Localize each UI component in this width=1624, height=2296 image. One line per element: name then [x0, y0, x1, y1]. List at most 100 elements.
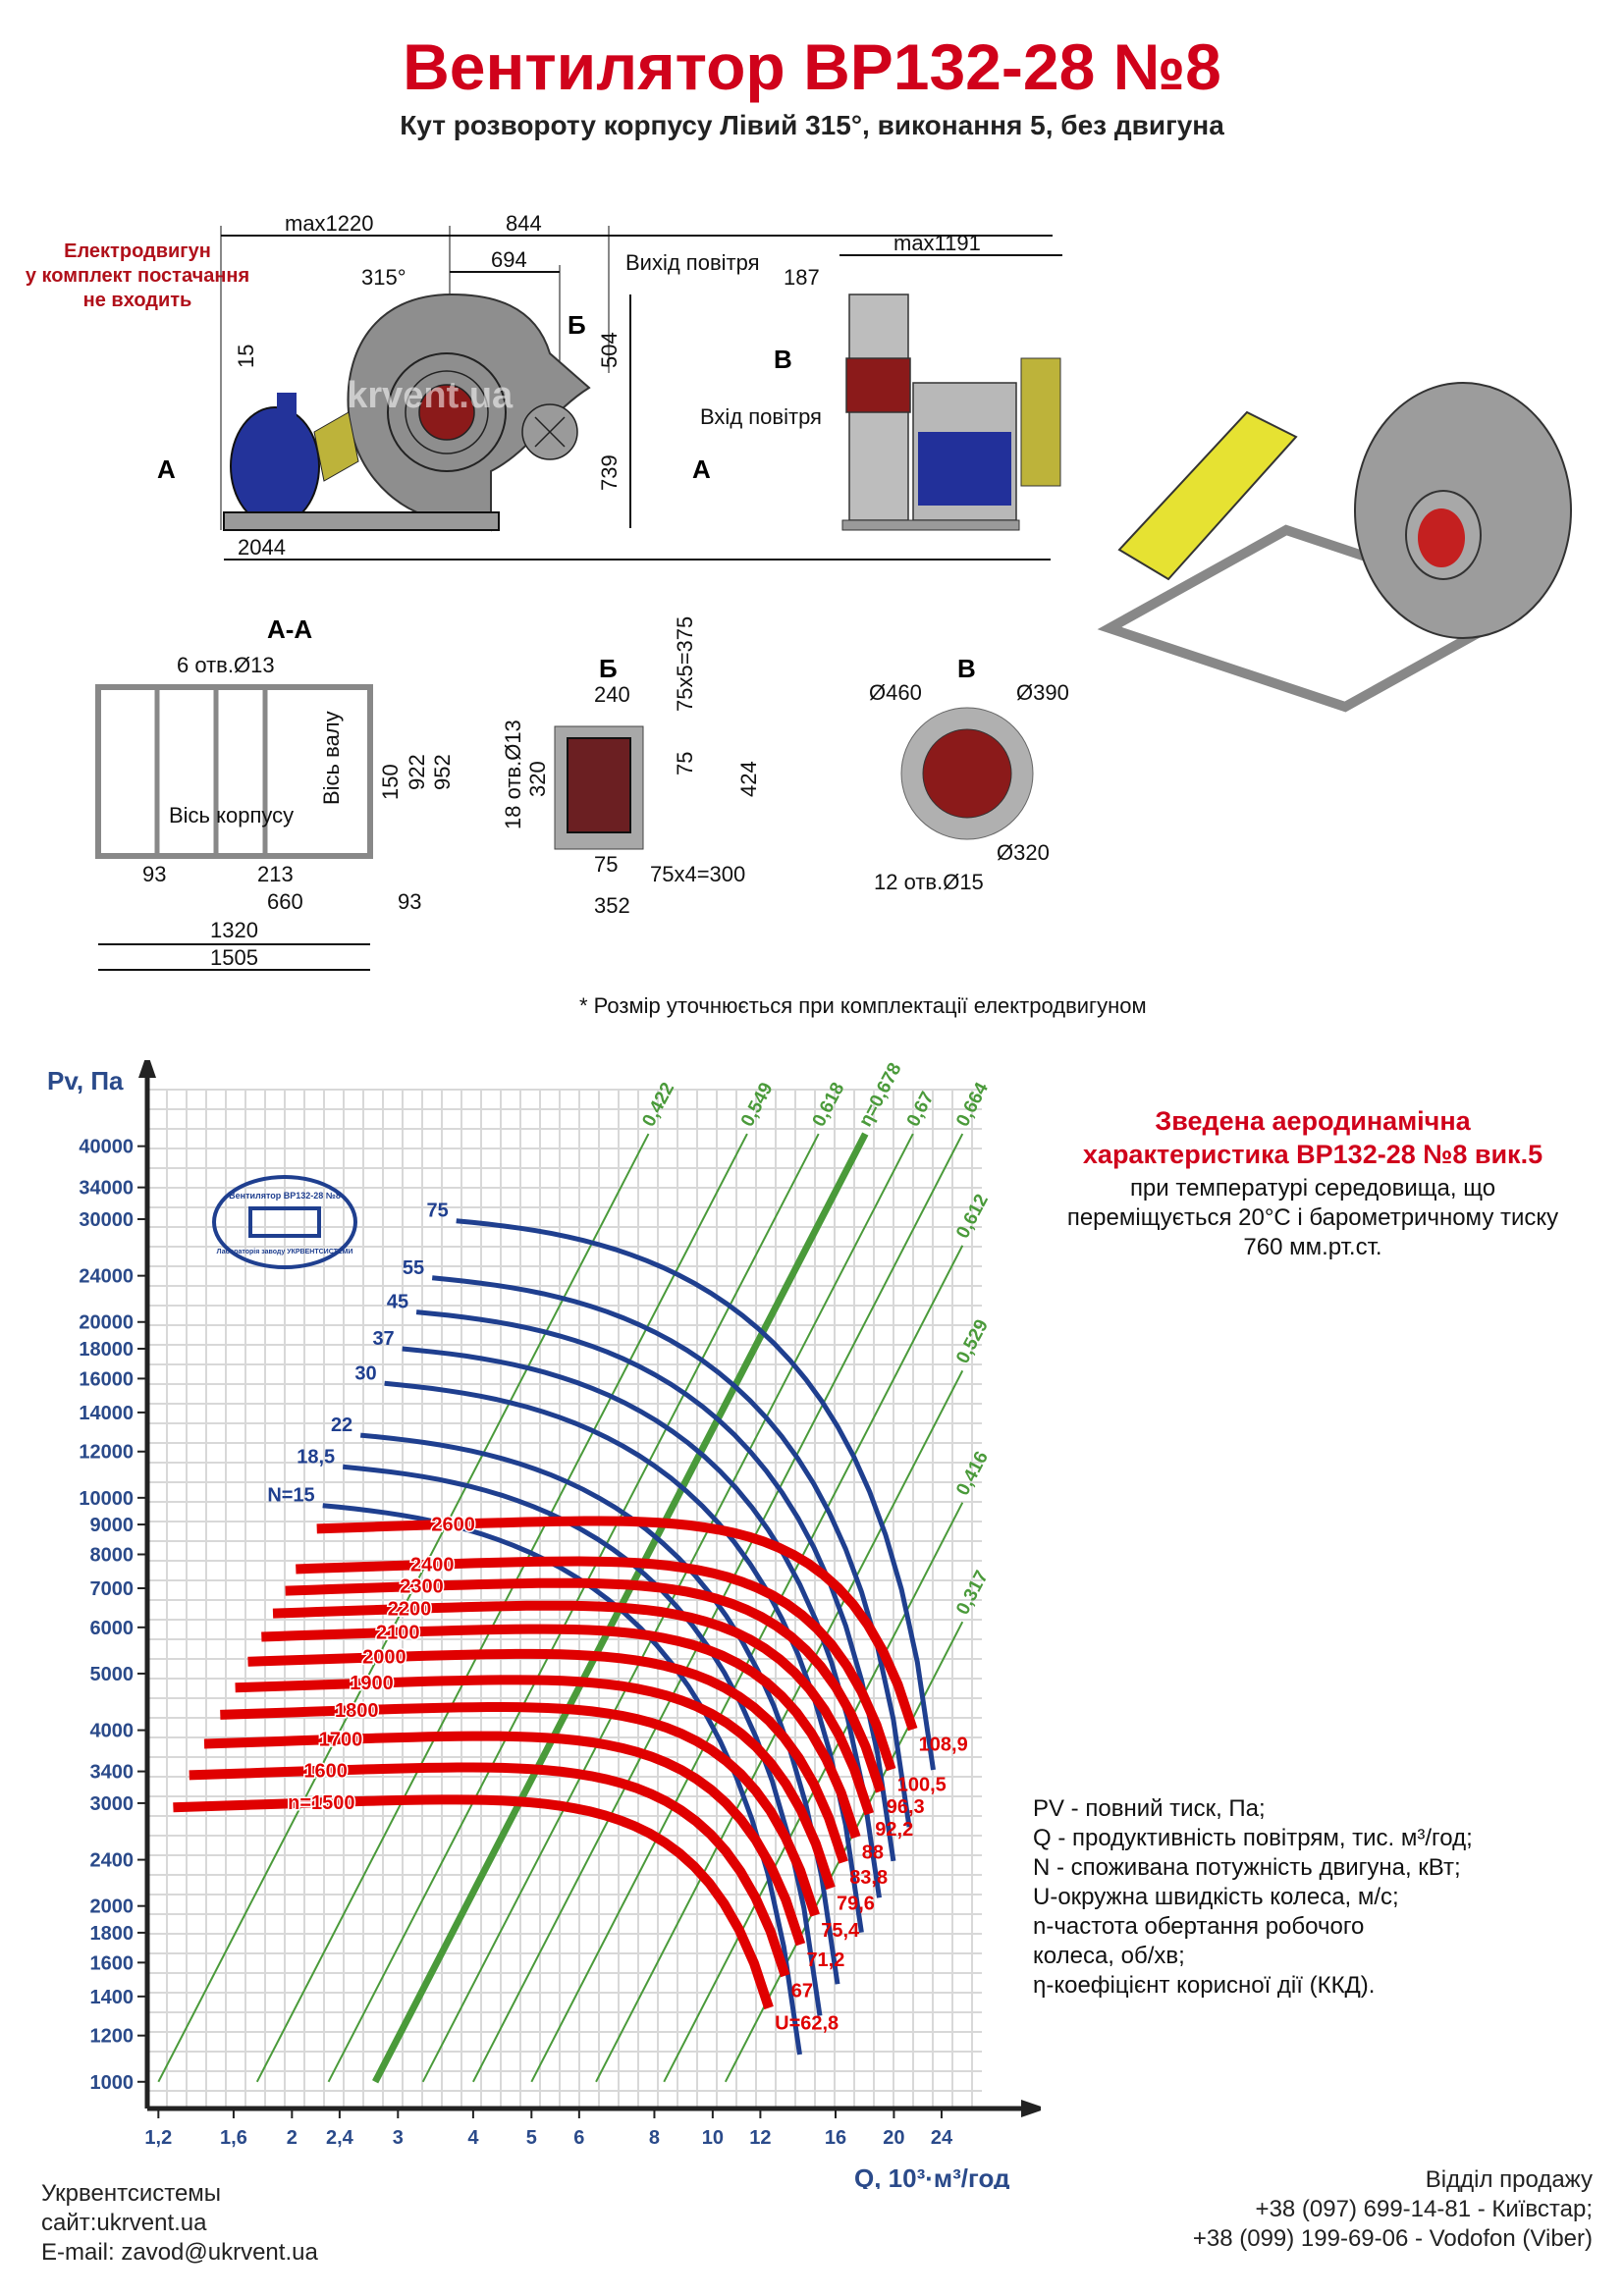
- efficiency-label: 0,529: [952, 1316, 993, 1367]
- dim-max1191: max1191: [893, 231, 981, 255]
- stamp-sub: Лабораторія заводу УКРВЕНТСИСТЕМИ: [217, 1248, 353, 1255]
- dim-93b: 93: [398, 889, 421, 914]
- motor-note-2: у комплект постачання: [26, 265, 249, 287]
- company-contacts: Укрвентсистемы сайт:ukrvent.ua E-mail: z…: [41, 2179, 318, 2268]
- x-axis-label: Q, 10³·м³/год: [854, 2163, 1010, 2189]
- y-tick-label: 16000: [79, 1368, 134, 1390]
- y-tick-label: 9000: [90, 1515, 135, 1536]
- y-tick-label: 12000: [79, 1442, 134, 1464]
- speed-curve-label: 2600: [431, 1514, 475, 1535]
- y-tick-label: 3000: [90, 1793, 135, 1815]
- power-curve-label: 45: [387, 1292, 408, 1313]
- speed-curve: [272, 1600, 875, 1816]
- motor-note-1: Електродвигун: [64, 240, 211, 262]
- dim-75b: 75: [594, 852, 618, 877]
- speed-curve: [235, 1675, 836, 1891]
- chart-info-title-2: характеристика ВР132-28 №8 вик.5: [1082, 1140, 1543, 1169]
- watermark: ukrvent.ua: [324, 375, 514, 416]
- dim-d320: Ø320: [997, 840, 1050, 865]
- section-b-label: Б: [568, 310, 586, 340]
- company-name: Укрвентсистемы: [41, 2180, 222, 2207]
- power-curve-label: N=15: [267, 1485, 314, 1507]
- chart-info-title-1: Зведена аеродинамічна: [1155, 1106, 1471, 1136]
- dim-424: 424: [736, 761, 761, 797]
- view-b: Б 240 320 18 отв.Ø13 75 75x5=375 424 75 …: [501, 616, 761, 918]
- speed-curve-label: 2100: [376, 1622, 420, 1643]
- speed-curve-label: 1600: [303, 1760, 348, 1782]
- speed-curve: [203, 1731, 806, 1947]
- dim-1320: 1320: [210, 918, 258, 942]
- dim-d390: Ø390: [1016, 680, 1069, 705]
- axis-shaft-label: Вісь валу: [319, 711, 344, 805]
- tip-speed-label: 83,8: [849, 1867, 888, 1889]
- view-b-holes: 18 отв.Ø13: [501, 720, 525, 829]
- y-tick-label: 7000: [90, 1578, 135, 1600]
- y-tick-label: 2400: [90, 1850, 135, 1872]
- axis-body-label: Вісь корпусу: [169, 803, 294, 828]
- speed-curve: [247, 1648, 848, 1864]
- power-curve: [431, 1275, 912, 1828]
- speed-curve-label: 1800: [335, 1700, 379, 1722]
- tip-speed-label: 79,6: [837, 1894, 875, 1915]
- section-aa-holes: 6 отв.Ø13: [177, 653, 275, 677]
- sales-label: Відділ продажу: [1425, 2166, 1593, 2193]
- tip-speed-label: 67: [791, 1981, 813, 2002]
- legend-item: колеса, об/хв;: [1033, 1943, 1185, 1969]
- speed-curve: [285, 1577, 886, 1793]
- x-tick-label: 20: [883, 2127, 904, 2149]
- tip-speed-label: U=62,8: [775, 2013, 839, 2035]
- power-curve-label: 75: [426, 1201, 448, 1222]
- dim-angle: 315°: [361, 265, 406, 290]
- y-tick-label: 1200: [90, 2026, 135, 2048]
- sales-phone-1[interactable]: +38 (097) 699-14-81 - Київстар;: [1255, 2196, 1593, 2222]
- chart-axes: 1000120014001600180020002400300034004000…: [79, 1060, 1041, 2149]
- company-email[interactable]: E-mail: zavod@ukrvent.ua: [41, 2239, 318, 2266]
- dim-660: 660: [267, 889, 303, 914]
- chart-info-title: Зведена аеродинамічна характеристика ВР1…: [1001, 1104, 1624, 1171]
- speed-curve: [296, 1556, 896, 1772]
- tip-speed-label: 88: [862, 1842, 884, 1864]
- tip-speed-label: 92,2: [875, 1819, 913, 1841]
- tip-speed-label: 75,4: [821, 1920, 860, 1942]
- view-v: В Ø460 Ø390 Ø320 12 отв.Ø15: [869, 654, 1069, 894]
- chart-info-sub-1: при температурі середовища, що: [1129, 1175, 1496, 1201]
- sales-phone-2[interactable]: +38 (099) 199-69-06 - Vodofon (Viber): [1192, 2225, 1593, 2252]
- y-tick-label: 1600: [90, 1952, 135, 1974]
- inlet-label: Вхід повітря: [700, 404, 822, 429]
- motor-note-3: не входить: [83, 290, 192, 311]
- y-tick-label: 18000: [79, 1339, 134, 1361]
- section-v-label: В: [774, 345, 792, 374]
- dim-240: 240: [594, 682, 630, 707]
- page-subtitle: Кут розвороту корпусу Лівий 315°, викона…: [400, 110, 1224, 140]
- tip-speed-label: 96,3: [887, 1796, 925, 1818]
- y-tick-label: 40000: [79, 1137, 134, 1158]
- y-tick-label: 34000: [79, 1178, 134, 1200]
- power-curve-label: 18,5: [297, 1446, 335, 1468]
- view-v-holes: 12 отв.Ø15: [874, 870, 984, 894]
- legend-item: N - споживана потужність двигуна, кВт;: [1033, 1854, 1461, 1881]
- x-tick-label: 8: [649, 2127, 660, 2149]
- speed-curve-label: 2400: [410, 1554, 455, 1575]
- legend-item: PV - повний тиск, Па;: [1033, 1795, 1266, 1822]
- power-curve: [402, 1346, 882, 1898]
- speed-curve-label: 2200: [388, 1598, 432, 1620]
- dim-max1220: max1220: [285, 211, 374, 236]
- legend-item: Q - продуктивність повітрям, тис. м³/год…: [1033, 1825, 1473, 1851]
- power-curve: [415, 1309, 896, 1862]
- company-site[interactable]: сайт:ukrvent.ua: [41, 2210, 207, 2236]
- section-a-right-label: А: [692, 454, 711, 484]
- efficiency-label: η=0,678: [855, 1060, 906, 1130]
- speed-curves: n=1500U=62,8160067170071,2180075,4190079…: [173, 1513, 968, 2035]
- speed-curve: [189, 1762, 790, 1978]
- tip-speed-label: 100,5: [897, 1775, 947, 1796]
- efficiency-line: [421, 1133, 914, 2083]
- legend-item: U-окружна швидкість колеса, м/с;: [1033, 1884, 1399, 1910]
- efficiency-label: 0,612: [952, 1191, 993, 1242]
- lab-stamp: Вентилятор ВР132-28 №8 Лабораторія завод…: [212, 1175, 357, 1269]
- y-tick-label: 2000: [90, 1896, 135, 1918]
- dim-213: 213: [257, 862, 294, 886]
- y-tick-label: 5000: [90, 1664, 135, 1685]
- y-tick-label: 30000: [79, 1209, 134, 1231]
- speed-curve: [220, 1702, 820, 1917]
